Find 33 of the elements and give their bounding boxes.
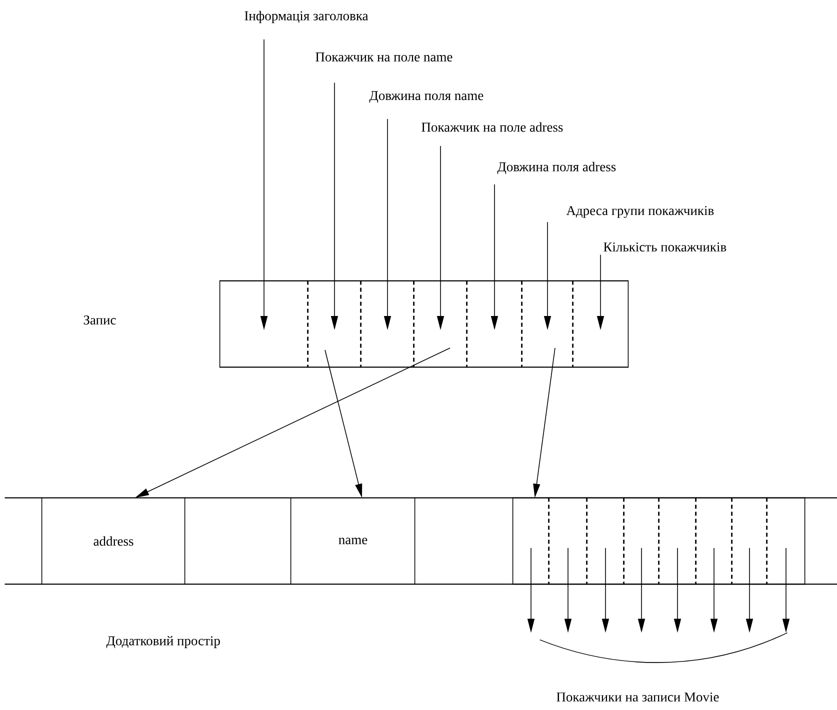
storage-cell: name	[290, 497, 416, 585]
pointer-cell	[586, 497, 625, 585]
label-text: Покажчики на записи Movie	[556, 692, 719, 702]
label-text: Адреса групи покажчиків	[566, 206, 714, 218]
pointer-cell	[512, 497, 550, 585]
storage-cell	[184, 497, 292, 585]
label-text: Запис	[84, 315, 116, 325]
label-text: Кількість покажчиків	[604, 242, 726, 252]
label-text: Інформація заголовка	[244, 10, 368, 24]
record-cell	[466, 280, 523, 368]
storage-cell	[414, 497, 514, 585]
pointer-cell	[623, 497, 660, 585]
record-cell	[307, 280, 362, 368]
record-cell	[572, 280, 629, 368]
label-text: Додатковий простір	[106, 636, 220, 648]
label-text: Довжина поля adress	[497, 162, 616, 174]
storage-cell	[804, 497, 837, 585]
record-cell	[219, 280, 309, 368]
pointer-cell	[548, 497, 588, 585]
record-cell	[413, 280, 468, 368]
record-cell	[360, 280, 415, 368]
pointer-cell	[658, 497, 697, 585]
pointer-cell	[695, 497, 733, 585]
record-cell	[521, 280, 574, 368]
label-text: Покажчик на поле name	[316, 52, 452, 62]
label-text: Довжина поля name	[369, 91, 484, 103]
pointer-cell	[766, 497, 806, 585]
pointer-cell	[731, 497, 768, 585]
storage-cell	[4, 497, 43, 585]
brace	[539, 632, 788, 663]
label-text: Покажчик на поле adress	[422, 122, 563, 132]
record-box	[219, 280, 629, 368]
storage-cell: address	[41, 497, 186, 585]
